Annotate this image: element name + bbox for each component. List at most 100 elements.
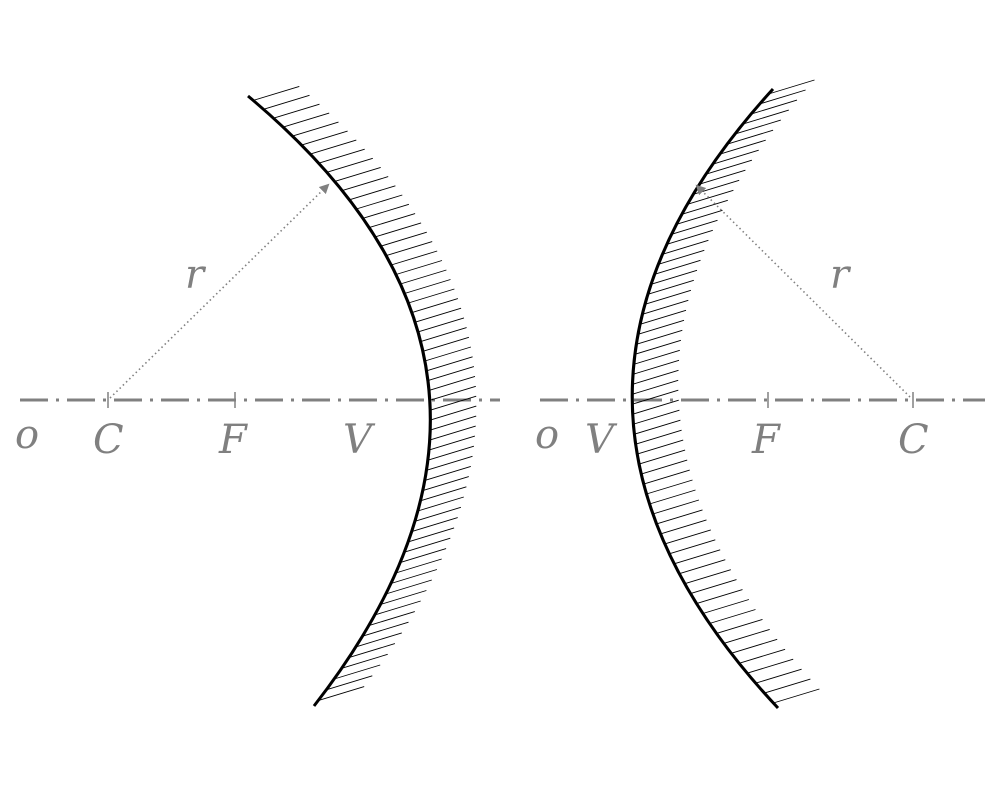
left-hatch-line xyxy=(424,346,472,362)
right-hatch-line xyxy=(674,549,721,565)
right-hatch-line xyxy=(723,628,770,644)
right-hatch-line xyxy=(643,469,690,485)
left-hatch-line xyxy=(404,279,451,294)
left-hatch-line xyxy=(404,537,451,553)
left-hatch-line xyxy=(426,356,473,372)
right-hatch-line xyxy=(676,209,723,225)
right-hatch-line xyxy=(634,419,681,435)
right-hatch-line xyxy=(654,259,701,275)
left-hatch-line xyxy=(301,130,348,146)
left-hatch-line xyxy=(429,425,476,441)
right-hatch-line xyxy=(635,429,682,445)
left-hatch-line xyxy=(430,395,477,411)
left-hatch-line xyxy=(428,375,476,391)
right-hatch-line xyxy=(632,389,679,405)
left-hatch-line xyxy=(318,148,365,164)
right-hatch-line xyxy=(636,329,683,345)
convex-mirror-figure: o V F C r xyxy=(535,79,985,710)
left-hatch-line xyxy=(263,94,310,110)
right-hatch-line xyxy=(658,249,705,265)
right-hatch-line xyxy=(642,299,689,315)
right-hatch-line xyxy=(755,668,802,684)
left-hatch-line xyxy=(407,527,455,543)
right-hatch-line xyxy=(696,589,743,605)
left-hatch-line xyxy=(427,366,475,382)
right-hatch-line xyxy=(641,459,688,475)
left-hatch-line xyxy=(348,643,396,659)
right-hatch-line xyxy=(632,399,679,415)
concave-mirror-figure: o C F V r xyxy=(15,85,500,707)
right-radius-arrow xyxy=(695,184,911,398)
left-hatch-line xyxy=(428,435,476,451)
right-hatch-line xyxy=(647,279,694,295)
right-label-v: V xyxy=(585,417,618,463)
right-hatch-line xyxy=(681,199,728,215)
left-hatch-line xyxy=(427,445,475,461)
right-hatch-line xyxy=(712,149,759,165)
convex-mirror-surface xyxy=(630,87,780,710)
right-hatch-line xyxy=(662,239,709,255)
left-hatch-line xyxy=(334,664,381,680)
left-hatch-line xyxy=(420,486,467,502)
left-hatch-line xyxy=(310,139,357,155)
left-hatch-line xyxy=(414,506,462,522)
left-hatch-line xyxy=(408,288,455,304)
left-hatch-line xyxy=(380,590,427,605)
right-hatch-line xyxy=(656,509,703,525)
left-hatch-line xyxy=(356,194,403,210)
left-hatch-line xyxy=(374,600,421,616)
right-hatch-line xyxy=(747,658,794,674)
right-hatch-line xyxy=(705,159,753,175)
left-hatch-line xyxy=(355,632,402,648)
left-hatch-line xyxy=(399,548,447,564)
left-hatch-line xyxy=(390,569,438,584)
left-hatch-line xyxy=(349,185,396,201)
right-hatch-line xyxy=(660,519,707,535)
left-hatch-line xyxy=(420,327,467,343)
right-hatch-line xyxy=(666,229,713,245)
left-hatch-line xyxy=(374,222,422,238)
right-hatch-line xyxy=(633,349,680,365)
right-hatch-line xyxy=(644,289,692,305)
left-hatch-line xyxy=(283,112,330,128)
right-hatch-line xyxy=(734,119,781,135)
left-label-f: F xyxy=(218,417,248,463)
right-hatch-line xyxy=(632,369,679,385)
right-hatch-line xyxy=(632,379,679,395)
right-hatch-line xyxy=(637,319,685,335)
right-hatch-line xyxy=(690,579,737,595)
left-hatch-line xyxy=(430,415,477,431)
left-hatch-line xyxy=(380,231,427,247)
right-label-o: o xyxy=(535,412,559,458)
right-mirror-hatching xyxy=(632,79,820,704)
left-hatch-line xyxy=(334,166,381,182)
right-label-r: r xyxy=(830,252,852,298)
right-hatch-line xyxy=(650,269,698,285)
right-hatch-line xyxy=(709,609,756,624)
left-hatch-line xyxy=(429,385,476,401)
right-hatch-line xyxy=(687,189,734,205)
right-hatch-line xyxy=(742,109,789,125)
right-hatch-line xyxy=(699,169,746,185)
right-hatch-line xyxy=(679,559,726,575)
left-hatch-line xyxy=(362,203,410,219)
right-hatch-line xyxy=(639,309,687,325)
left-hatch-line xyxy=(411,517,458,533)
right-hatch-line xyxy=(637,439,684,455)
left-hatch-line xyxy=(430,405,477,421)
left-hatch-line xyxy=(414,307,462,323)
left-label-r: r xyxy=(185,252,207,298)
right-hatch-line xyxy=(632,359,680,375)
left-mirror-hatching xyxy=(253,85,477,702)
left-hatch-line xyxy=(422,336,470,352)
concave-mirror-surface xyxy=(247,94,432,707)
left-label-o: o xyxy=(15,412,39,458)
left-hatch-line xyxy=(273,103,320,119)
right-hatch-line xyxy=(768,79,815,95)
left-hatch-line xyxy=(368,213,416,229)
right-hatch-line xyxy=(671,219,718,235)
left-hatch-line xyxy=(342,176,389,192)
left-hatch-line xyxy=(417,317,465,333)
right-hatch-line xyxy=(750,99,798,115)
